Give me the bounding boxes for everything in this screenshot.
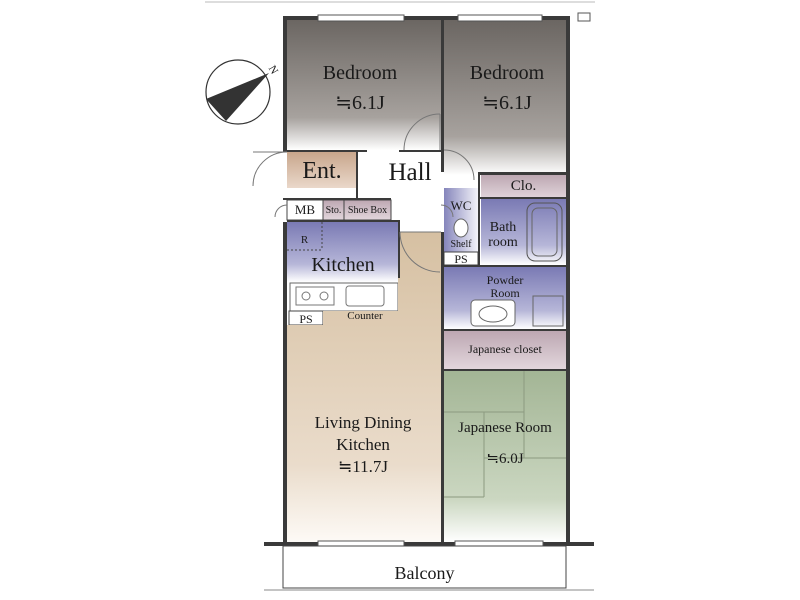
japanese-room-label: Japanese Room (458, 420, 552, 436)
bathtub-icon (526, 202, 563, 262)
bedroom-left-size: ≒6.1J (335, 92, 385, 114)
japanese-closet-floor (444, 331, 566, 369)
compass-icon (205, 59, 271, 125)
japanese-room-floor (444, 371, 566, 542)
ps-top-label: PS (454, 252, 468, 266)
counter-label: Counter (347, 310, 383, 322)
japanese-room-size: ≒6.0J (486, 451, 524, 467)
door-swings (252, 113, 475, 273)
bathroom-label-line2: room (488, 235, 518, 250)
tatami-lines (444, 371, 566, 498)
ps-bottom-label: PS (299, 312, 313, 326)
bedroom-right-size: ≒6.1J (482, 92, 532, 114)
bedroom-left-floor (287, 20, 441, 150)
closet-label: Clo. (510, 178, 537, 194)
shoe-box-label: Shoe Box (347, 205, 388, 216)
closet-floor (481, 175, 566, 199)
bedroom-right-label: Bedroom (469, 62, 545, 84)
windows (317, 12, 591, 548)
entrance-label: Ent. (302, 158, 342, 184)
sink-icon (345, 285, 385, 307)
bedroom-right-floor (444, 20, 566, 175)
wc-label: WC (450, 198, 472, 213)
kitchen-label: Kitchen (311, 254, 375, 276)
refrigerator-label: R (300, 234, 309, 246)
powder-room-label-line2: Room (490, 286, 520, 300)
japanese-closet-label: Japanese closet (468, 342, 542, 356)
bedroom-left-label: Bedroom (322, 62, 398, 84)
ldk-label-line2: Kitchen (336, 435, 390, 454)
washing-machine-icon (532, 295, 564, 327)
hall-label: Hall (388, 159, 432, 186)
entrance-floor (287, 152, 356, 188)
kitchen-floor (287, 222, 399, 282)
toilet-icon (453, 218, 469, 238)
meter-box-label: MB (294, 202, 316, 217)
stove-icon (295, 286, 335, 306)
powder-room-label-line1: Powder (486, 273, 524, 287)
ldk-label-line1: Living Dining (314, 413, 412, 432)
walls (264, 16, 594, 546)
balcony-area (282, 545, 567, 589)
balcony-label: Balcony (394, 563, 455, 583)
ldk-floor (287, 232, 441, 542)
bathroom-floor (481, 199, 566, 265)
shelf-label: Shelf (450, 239, 472, 250)
ldk-size: ≒11.7J (338, 457, 388, 476)
hall-floor (357, 150, 441, 202)
storage-label: Sto. (325, 205, 342, 216)
bathroom-label-line1: Bath (489, 220, 517, 235)
